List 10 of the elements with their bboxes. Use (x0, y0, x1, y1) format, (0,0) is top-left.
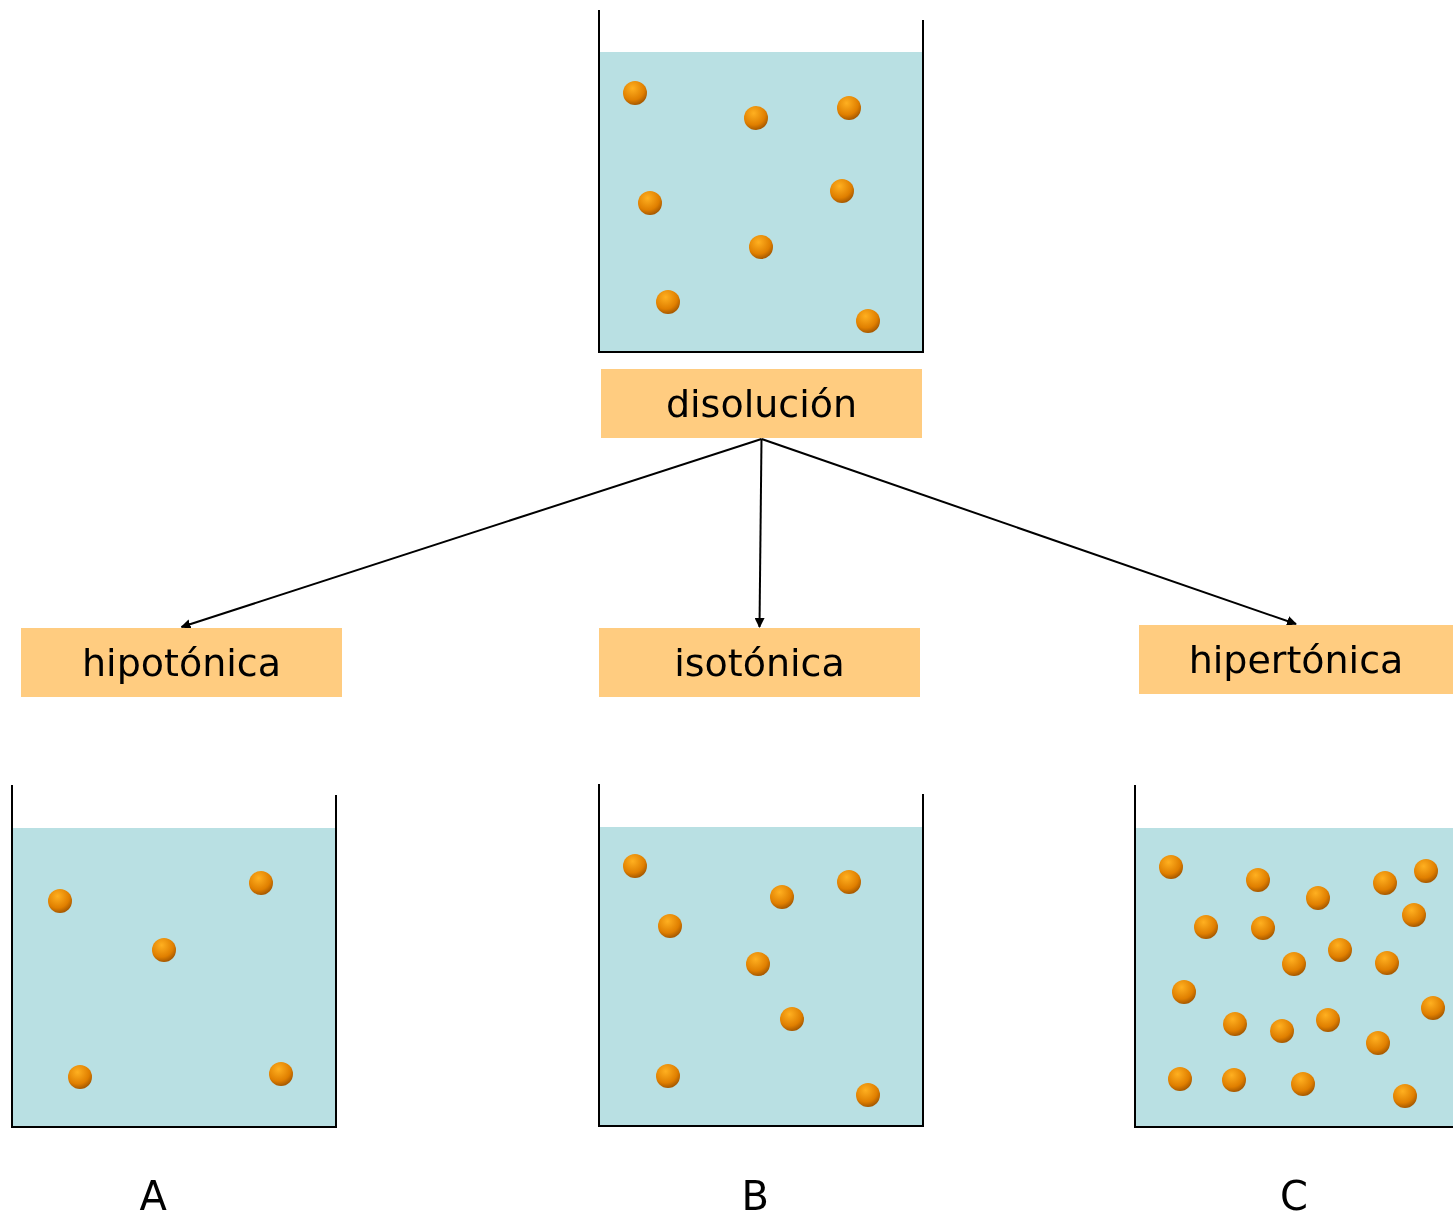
label-box: disolución (601, 369, 922, 438)
panel-letter: B (741, 1173, 769, 1218)
label-box: isotónica (599, 628, 920, 697)
arrow (180, 438, 763, 629)
label-box: hipotónica (21, 628, 342, 697)
panel-letter: A (139, 1173, 167, 1218)
arrow (760, 438, 1297, 626)
label-box: hipertónica (1139, 625, 1453, 694)
panel-letter: C (1280, 1173, 1308, 1218)
arrow (754, 438, 765, 628)
